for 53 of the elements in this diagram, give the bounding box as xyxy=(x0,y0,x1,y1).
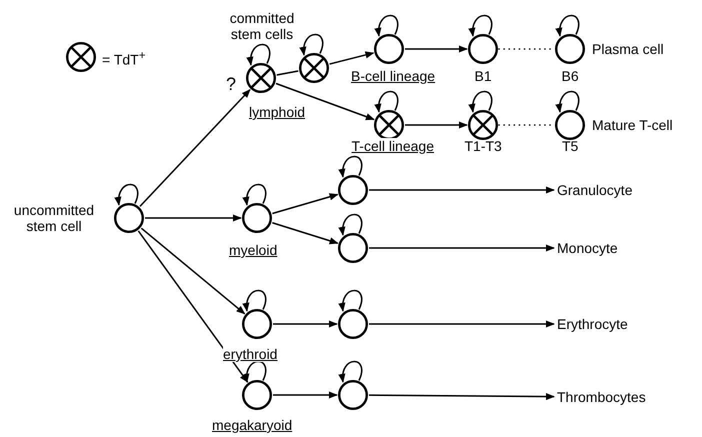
arrow xyxy=(369,392,555,400)
cell-label: Plasma cell xyxy=(592,41,664,57)
self-renewal-loop-arrow xyxy=(339,156,362,178)
cell-label: lymphoid xyxy=(249,104,306,120)
self-renewal-loop-arrow xyxy=(339,214,362,236)
cell-label: T-cell lineage xyxy=(352,138,434,154)
arrow xyxy=(138,230,248,383)
cell-label: T5 xyxy=(562,138,578,154)
self-renewal-loop-arrow xyxy=(469,14,492,37)
cell-type-label: Thrombocytes xyxy=(557,388,646,406)
arrow xyxy=(369,244,555,252)
cell-label: myeloid xyxy=(229,242,278,258)
arrow xyxy=(272,193,338,214)
arrow xyxy=(145,214,242,222)
legend-text: = TdT$^{+}$ xyxy=(102,48,146,68)
annotation-text: ? xyxy=(226,76,236,92)
self-renewal-loop-arrow xyxy=(243,360,266,383)
cell-type-label: Erythrocyte xyxy=(557,315,628,333)
arrow xyxy=(405,121,468,129)
arrow xyxy=(405,45,468,53)
arrow xyxy=(273,320,338,328)
annotation-text: committed stem cells xyxy=(228,10,296,42)
arrow xyxy=(369,320,555,328)
arrow xyxy=(139,88,251,207)
arrow xyxy=(276,82,375,120)
cell-label: uncommitted stem cell xyxy=(12,202,96,234)
connector-line xyxy=(276,70,298,76)
arrow xyxy=(369,186,555,194)
cell-label: B6 xyxy=(562,68,579,84)
cell-type-label: Granulocyte xyxy=(557,181,632,199)
arrow xyxy=(329,51,374,65)
self-renewal-loop-arrow xyxy=(469,90,492,113)
self-renewal-loop-arrow xyxy=(115,184,138,206)
arrow xyxy=(272,222,339,244)
cell-label: T1-T3 xyxy=(464,138,502,154)
self-renewal-loop-arrow xyxy=(375,14,398,37)
self-renewal-loop-arrow xyxy=(556,90,580,113)
cell-label: B1 xyxy=(474,68,492,84)
self-renewal-loop-arrow xyxy=(339,360,362,383)
self-renewal-loop-arrow xyxy=(243,290,266,312)
cell-type-label: Monocyte xyxy=(557,239,618,257)
self-renewal-loop-arrow xyxy=(243,184,266,206)
self-renewal-loop-arrow xyxy=(375,90,398,113)
cell-label: Mature T-cell xyxy=(592,117,673,133)
self-renewal-loop-arrow xyxy=(300,34,324,56)
cell-label: B-cell lineage xyxy=(351,68,436,84)
arrow xyxy=(140,228,246,314)
self-renewal-loop-arrow xyxy=(339,290,362,312)
cell-label: megakaryoid xyxy=(212,417,292,433)
self-renewal-loop-arrow xyxy=(556,14,580,37)
self-renewal-loop-arrow xyxy=(247,44,270,66)
cell-label: erythroid xyxy=(223,346,278,362)
arrow xyxy=(273,391,338,399)
